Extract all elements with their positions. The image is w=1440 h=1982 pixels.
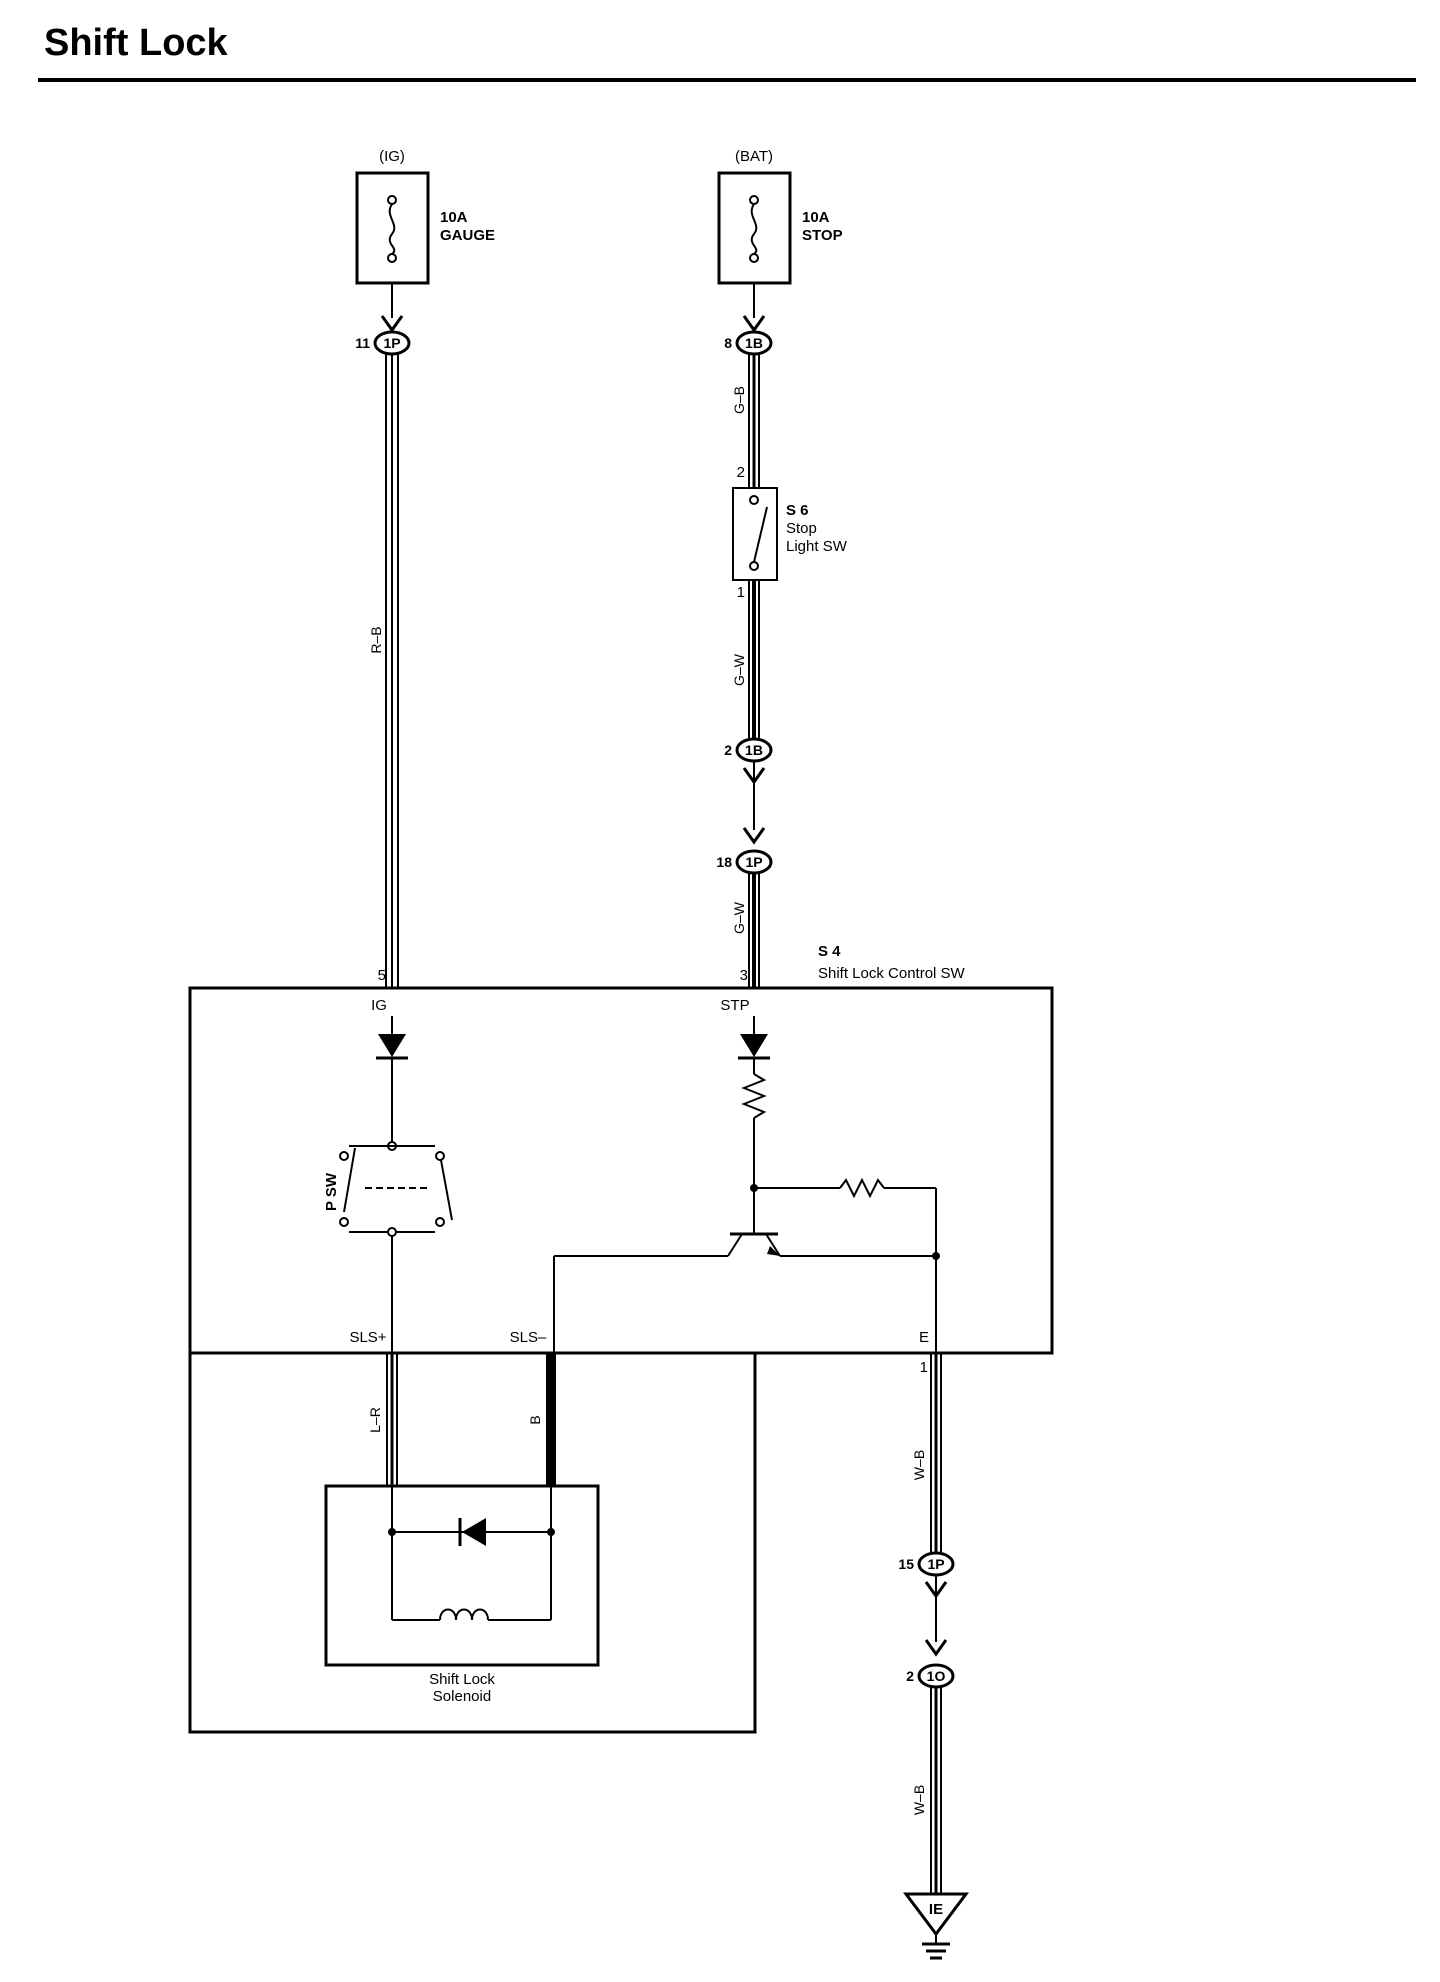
connector-1b-mid-pin: 2: [724, 742, 732, 758]
terminal-sls-minus: SLS–: [510, 1329, 547, 1346]
s4-pin-ig: 5: [378, 967, 386, 984]
connector-1o-low-id: 1O: [927, 1668, 946, 1684]
solenoid-line1: Shift Lock: [429, 1671, 495, 1688]
connector-1b-mid-id: 1B: [745, 742, 763, 758]
s4-pin-stp: 3: [740, 967, 748, 984]
connector-1b-top-id: 1B: [745, 335, 763, 351]
s6-code: S 6: [786, 502, 809, 519]
wire-gw1-label: G–W: [731, 653, 747, 686]
s4-name: Shift Lock Control SW: [818, 965, 966, 982]
s6-line2: Light SW: [786, 538, 848, 555]
terminal-e: E: [919, 1329, 929, 1346]
connector-1b-top-pin: 8: [724, 335, 732, 351]
solenoid-section: L–R B Shift Lock Solenoid: [188, 1353, 757, 1734]
solenoid-line2: Solenoid: [433, 1688, 491, 1705]
fuse-stop: (BAT) 10A STOP: [717, 148, 843, 285]
terminal-ig: IG: [371, 997, 387, 1014]
wire-gb-label: G–B: [731, 386, 747, 414]
fuse-stop-source: (BAT): [735, 148, 773, 165]
fuse-gauge-rating: 10A: [440, 209, 468, 226]
stop-light-switch-label: S 6 Stop Light SW: [786, 502, 848, 555]
connector-1p-mid-pin: 18: [716, 854, 732, 870]
p-switch-label: P SW: [323, 1172, 340, 1211]
wire-stop-chain: G–B 2 1 G–W G–W: [731, 283, 778, 988]
fuse-gauge-name: GAUGE: [440, 227, 495, 244]
s6-pin-top: 2: [737, 464, 745, 481]
connector-1o-low-pin: 2: [906, 1668, 914, 1684]
s4-code: S 4: [818, 943, 841, 960]
connector-1p-top-pin: 11: [355, 335, 370, 351]
wire-b-label: B: [527, 1415, 543, 1424]
fuse-gauge-source: (IG): [379, 148, 405, 165]
p-switch: P SW: [323, 1141, 453, 1237]
wire-wb2-label: W–B: [911, 1785, 927, 1815]
wire-gw2-label: G–W: [731, 901, 747, 934]
wire-ground-chain: 1 W–B W–B IE: [903, 1353, 969, 1960]
shift-lock-control-switch: S 4 Shift Lock Control SW 5 3 IG STP SLS…: [188, 943, 1054, 1355]
wire-wb1-label: W–B: [911, 1450, 927, 1480]
title-rule: [38, 78, 1416, 82]
connector-1p-top-id: 1P: [383, 335, 400, 351]
connector-1p-low-pin: 15: [898, 1556, 914, 1572]
fuse-gauge: (IG) 10A GAUGE: [355, 148, 495, 285]
connector-1p-low-id: 1P: [927, 1556, 944, 1572]
terminal-stp: STP: [720, 997, 749, 1014]
ground-label: IE: [929, 1901, 943, 1918]
terminal-sls-plus: SLS+: [349, 1329, 386, 1346]
connector-1p-mid-id: 1P: [745, 854, 762, 870]
s6-line1: Stop: [786, 520, 817, 537]
fuse-stop-name: STOP: [802, 227, 843, 244]
s6-pin-bottom: 1: [737, 584, 745, 601]
fuse-stop-rating: 10A: [802, 209, 830, 226]
wire-rb-label: R–B: [368, 626, 384, 653]
page-title: Shift Lock: [44, 22, 228, 64]
wire-lr-label: L–R: [367, 1407, 383, 1433]
s4-pin-e: 1: [920, 1359, 928, 1376]
wire-rb: R–B: [368, 283, 411, 988]
